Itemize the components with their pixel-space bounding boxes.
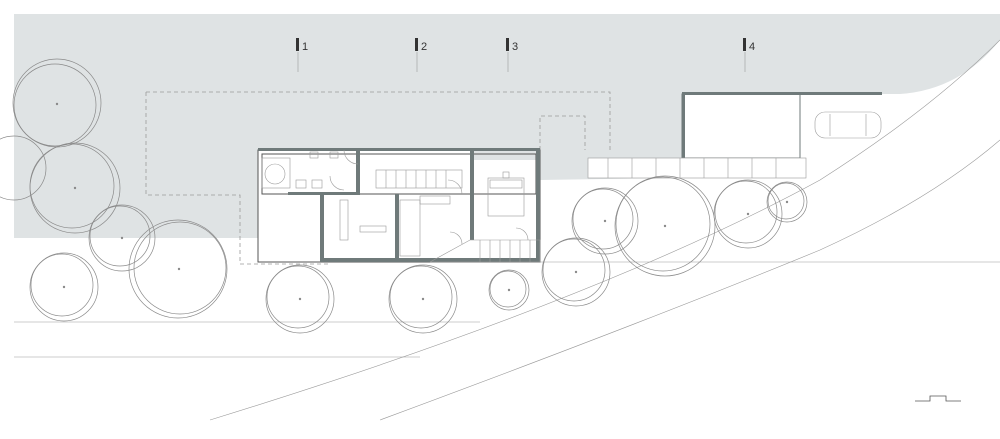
section-label-3: 3 xyxy=(512,41,518,53)
section-marker-icon xyxy=(743,38,746,51)
tree-icon xyxy=(541,237,611,307)
section-marker-icon xyxy=(296,38,299,51)
section-marker-4: 4 xyxy=(743,38,755,72)
carport xyxy=(587,92,882,179)
section-marker-1: 1 xyxy=(296,38,308,72)
section-marker-3: 3 xyxy=(506,38,518,72)
bed-icon xyxy=(487,171,525,217)
section-marker-icon xyxy=(506,38,509,51)
section-marker-icon xyxy=(415,38,418,51)
tree-icon xyxy=(29,252,99,322)
car-icon xyxy=(814,111,882,139)
tree-icon xyxy=(128,219,228,319)
section-marker-2: 2 xyxy=(415,38,427,72)
section-label-1: 1 xyxy=(302,41,308,53)
tree-icon xyxy=(388,264,458,334)
tree-icon xyxy=(713,179,783,249)
tree-icon xyxy=(88,204,156,272)
trees xyxy=(0,58,808,334)
house-plan xyxy=(257,148,541,263)
road-lines xyxy=(14,39,1000,421)
ground-area xyxy=(14,14,1000,238)
scale-bar-icon xyxy=(915,395,961,402)
tree-icon xyxy=(29,142,121,234)
section-label-4: 4 xyxy=(749,41,755,53)
tree-icon xyxy=(614,175,716,277)
tree-icon xyxy=(488,269,530,311)
tree-icon xyxy=(0,135,47,201)
tree-icon xyxy=(265,264,335,334)
section-label-2: 2 xyxy=(421,41,427,53)
tree-icon xyxy=(571,187,639,255)
roof-outline xyxy=(145,91,611,265)
tree-icon xyxy=(766,181,808,223)
